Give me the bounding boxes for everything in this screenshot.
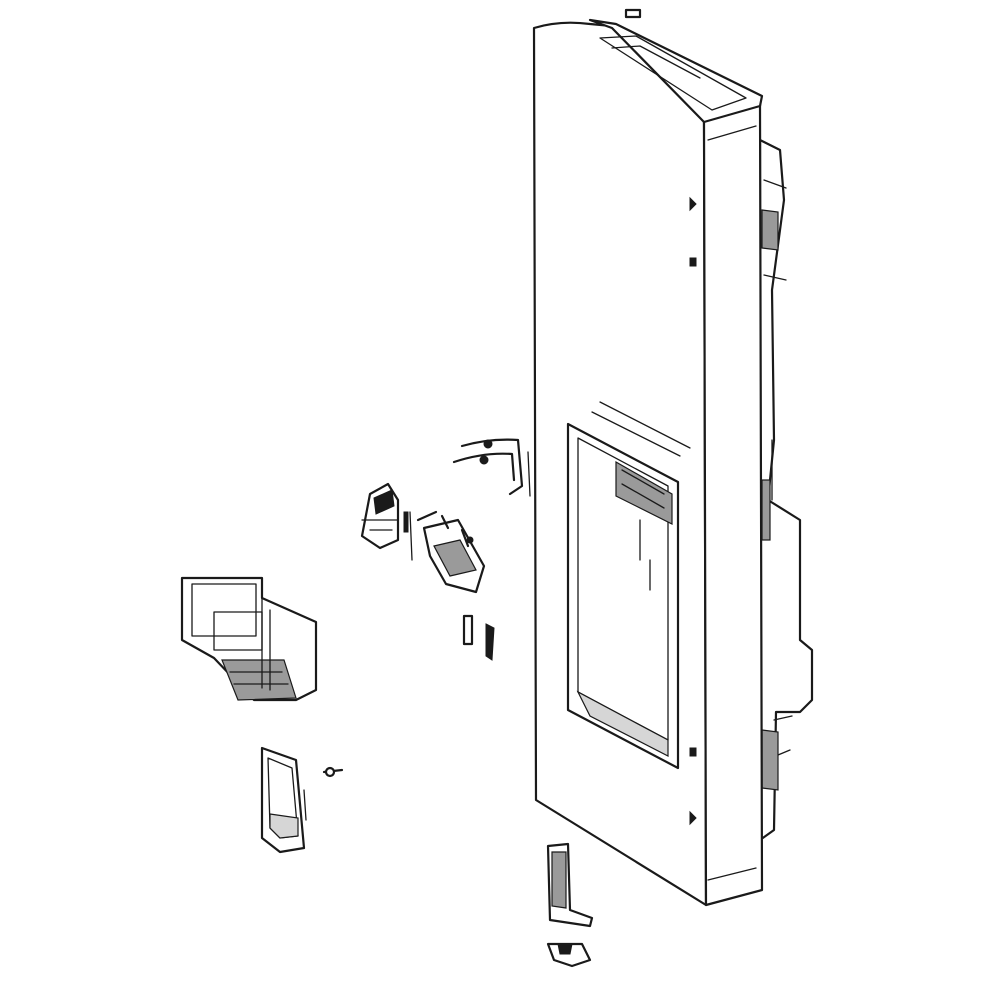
screw xyxy=(322,766,344,778)
wire-spring xyxy=(452,438,531,497)
edge-highlights xyxy=(707,125,757,881)
button-guide xyxy=(303,789,307,821)
pin-part-2 xyxy=(485,623,495,661)
rear-notch-bottom xyxy=(761,729,779,791)
recess-chute xyxy=(615,460,673,525)
rear-housing xyxy=(758,138,814,842)
spring-wire-2 xyxy=(452,452,516,482)
lever-pin xyxy=(403,511,409,533)
spring-coil-1 xyxy=(483,439,493,449)
screw-head xyxy=(324,766,336,778)
pin-part-1 xyxy=(462,614,474,646)
top-cap-inner-line xyxy=(611,45,701,79)
spring-guide xyxy=(527,451,531,497)
cover-window xyxy=(191,583,257,637)
dispenser-cover xyxy=(180,576,318,702)
dispenser-recess xyxy=(566,401,691,770)
recess-top-lines xyxy=(591,401,691,457)
small-pins xyxy=(409,511,495,661)
spring-coil-2 xyxy=(479,455,489,465)
hinge-bracket xyxy=(546,842,594,928)
bracket-tabs xyxy=(416,510,470,548)
marker-3 xyxy=(689,747,697,757)
recess-drip-tray xyxy=(576,690,669,757)
marker-1 xyxy=(689,196,697,212)
pin-guide xyxy=(409,511,413,561)
button-pad xyxy=(269,813,299,839)
top-cap-opening xyxy=(599,35,747,111)
rear-notch-top xyxy=(761,209,779,251)
hinge-cap xyxy=(546,942,592,968)
bracket-shade xyxy=(433,539,477,577)
cover-edges xyxy=(261,597,271,691)
cap-body xyxy=(546,942,592,968)
door-top-cap xyxy=(588,18,764,124)
cap-dark xyxy=(557,943,573,955)
bracket-pivot xyxy=(466,536,474,544)
marker-4 xyxy=(689,810,697,826)
spring-wire-1 xyxy=(460,438,524,496)
top-clip xyxy=(624,8,642,19)
dispenser-lever-module xyxy=(360,482,409,550)
cover-base xyxy=(221,659,297,701)
door-panel xyxy=(532,8,814,907)
door-side-edge xyxy=(702,102,764,907)
actuator-bracket xyxy=(416,510,486,594)
small-button xyxy=(260,746,307,854)
rear-slot xyxy=(761,479,771,541)
recess-details xyxy=(621,469,665,591)
rear-housing-details xyxy=(763,179,793,761)
hinge-shade xyxy=(551,851,567,909)
cover-ribs xyxy=(229,671,289,685)
lever-details xyxy=(361,519,399,531)
lever-dark-face xyxy=(373,489,395,515)
marker-2 xyxy=(689,257,697,267)
